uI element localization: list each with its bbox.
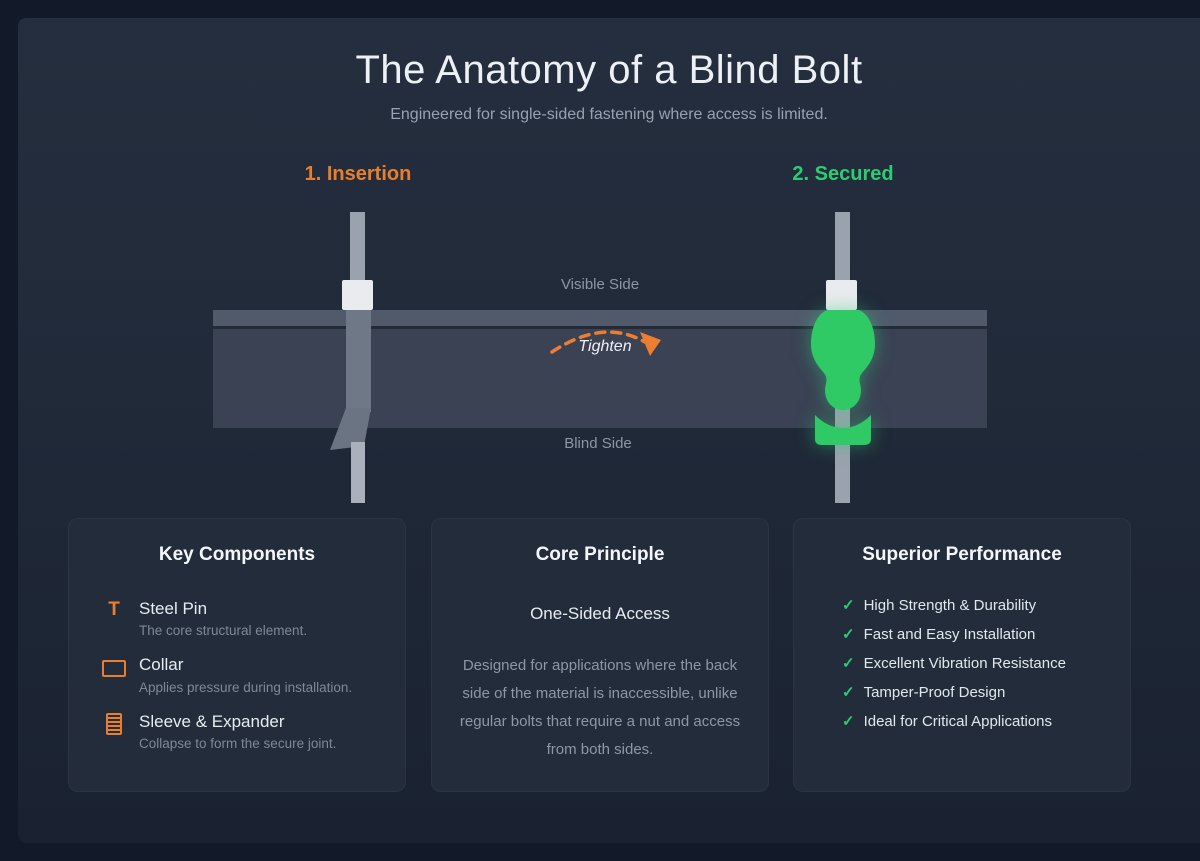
superior-performance-card: Superior Performance ✓ High Strength & D… (793, 518, 1131, 792)
check-label: Tamper-Proof Design (863, 684, 1006, 701)
right-bolt-expanded-sleeve-icon (811, 310, 875, 445)
list-item: ✓ Excellent Vibration Resistance (842, 654, 1130, 672)
card-heading: Key Components (158, 544, 316, 565)
check-icon: ✓ (842, 597, 855, 614)
left-bolt-pin-bottom (351, 442, 365, 503)
left-bolt-collar (342, 280, 373, 310)
page-title: The Anatomy of a Blind Bolt (355, 48, 863, 92)
visible-side-label: Visible Side (560, 276, 640, 293)
right-bolt-collar (826, 280, 857, 310)
component-title: Collar (139, 655, 184, 675)
components-list: T Steel Pin The core structural element.… (69, 598, 405, 751)
step-label-secured: 2. Secured (792, 163, 894, 185)
list-item: ✓ High Strength & Durability (842, 596, 1130, 614)
list-item: ✓ Ideal for Critical Applications (842, 712, 1130, 730)
check-icon: ✓ (842, 655, 855, 672)
blind-side-label: Blind Side (564, 435, 632, 452)
tighten-arrow-icon (550, 330, 661, 356)
collar-icon (102, 660, 126, 678)
check-icon: ✓ (842, 626, 855, 643)
component-description: Applies pressure during installation. (139, 679, 353, 695)
card-heading: Superior Performance (862, 544, 1062, 565)
component-title: Sleeve & Expander (139, 711, 285, 731)
left-bolt-sleeve (346, 310, 371, 412)
list-item: Collar Applies pressure during installat… (69, 654, 405, 695)
check-label: Ideal for Critical Applications (863, 713, 1053, 730)
steel-pin-icon: T (108, 599, 120, 620)
component-description: The core structural element. (139, 623, 308, 639)
tighten-label: Tighten (578, 338, 632, 355)
card-heading: Core Principle (535, 544, 665, 565)
key-components-card: Key Components T Steel Pin The core stru… (68, 518, 406, 792)
sleeve-expander-icon (106, 712, 122, 735)
component-description: Collapse to form the secure joint. (139, 735, 337, 751)
principle-body-text: Designed for applications where the back… (459, 657, 741, 758)
principle-subheading: One-Sided Access (530, 604, 670, 623)
list-item: ✓ Fast and Easy Installation (842, 625, 1130, 643)
list-item: T Steel Pin The core structural element. (69, 598, 405, 638)
check-label: High Strength & Durability (863, 597, 1037, 614)
list-item: Sleeve & Expander Collapse to form the s… (69, 711, 405, 751)
left-bolt-expander-flap (330, 408, 371, 450)
material-top-surface (213, 310, 987, 329)
check-icon: ✓ (842, 684, 855, 701)
stage-panel: The Anatomy of a Blind Bolt Engineered f… (18, 18, 1200, 843)
performance-checklist: ✓ High Strength & Durability ✓ Fast and … (794, 596, 1130, 730)
component-title: Steel Pin (139, 599, 208, 618)
check-label: Excellent Vibration Resistance (863, 655, 1066, 672)
step-label-insertion: 1. Insertion (304, 163, 412, 185)
left-bolt-pin-top (350, 212, 365, 282)
page-subtitle: Engineered for single-sided fastening wh… (390, 106, 828, 123)
list-item: ✓ Tamper-Proof Design (842, 683, 1130, 701)
check-icon: ✓ (842, 713, 855, 730)
check-label: Fast and Easy Installation (863, 626, 1036, 643)
core-principle-card: Core Principle One-Sided Access Designed… (431, 518, 769, 792)
